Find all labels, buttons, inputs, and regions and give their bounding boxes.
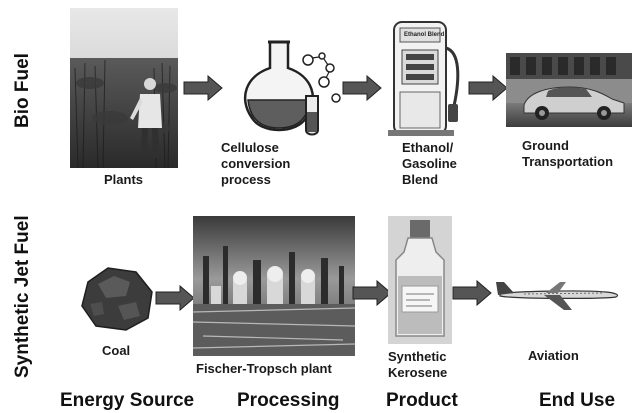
kerosene-label-line-1: Synthetic <box>388 349 447 364</box>
pump-sign-label: Ethanol Blend <box>404 32 445 38</box>
row-label-synthetic-jet-fuel: Synthetic Jet Fuel <box>12 215 33 378</box>
arrow-plant-to-kerosene <box>352 280 392 306</box>
aviation-label: Aviation <box>528 348 579 363</box>
ethanol-label-line-1: Ethanol/ <box>402 140 454 155</box>
ground-label-line-2: Transportation <box>522 154 614 169</box>
stage-end-use: End Use <box>539 390 616 411</box>
row-label-bio-fuel: Bio Fuel <box>12 53 33 128</box>
gas-pump-icon <box>388 18 468 136</box>
stage-product: Product <box>386 390 458 411</box>
plant-image <box>193 216 355 356</box>
kerosene-label-line-2: Kerosene <box>388 365 448 380</box>
airplane-icon <box>494 274 622 314</box>
plants-label: Plants <box>104 172 144 187</box>
ground-label-line-1: Ground <box>522 138 569 153</box>
car-image <box>506 53 632 127</box>
arrow-plants-to-cellulose <box>183 75 223 101</box>
stage-processing: Processing <box>237 390 340 411</box>
arrow-cellulose-to-ethanol <box>342 75 382 101</box>
stage-energy-source: Energy Source <box>60 390 195 411</box>
coal-label: Coal <box>102 343 131 358</box>
kerosene-bottle-image <box>388 216 452 344</box>
coal-image <box>78 262 156 334</box>
plants-image <box>70 8 178 168</box>
arrow-ethanol-to-ground <box>468 75 508 101</box>
arrow-kerosene-to-aviation <box>452 280 492 306</box>
flask-icon <box>240 38 345 138</box>
fischer-tropsch-label: Fischer-Tropsch plant <box>196 361 332 376</box>
arrow-coal-to-plant <box>155 285 195 311</box>
cellulose-label-line-2: conversion <box>221 156 291 171</box>
ethanol-label-line-3: Blend <box>402 172 439 187</box>
cellulose-label-line-1: Cellulose <box>221 140 279 155</box>
cellulose-label-line-3: process <box>221 172 271 187</box>
ethanol-label-line-2: Gasoline <box>402 156 457 171</box>
